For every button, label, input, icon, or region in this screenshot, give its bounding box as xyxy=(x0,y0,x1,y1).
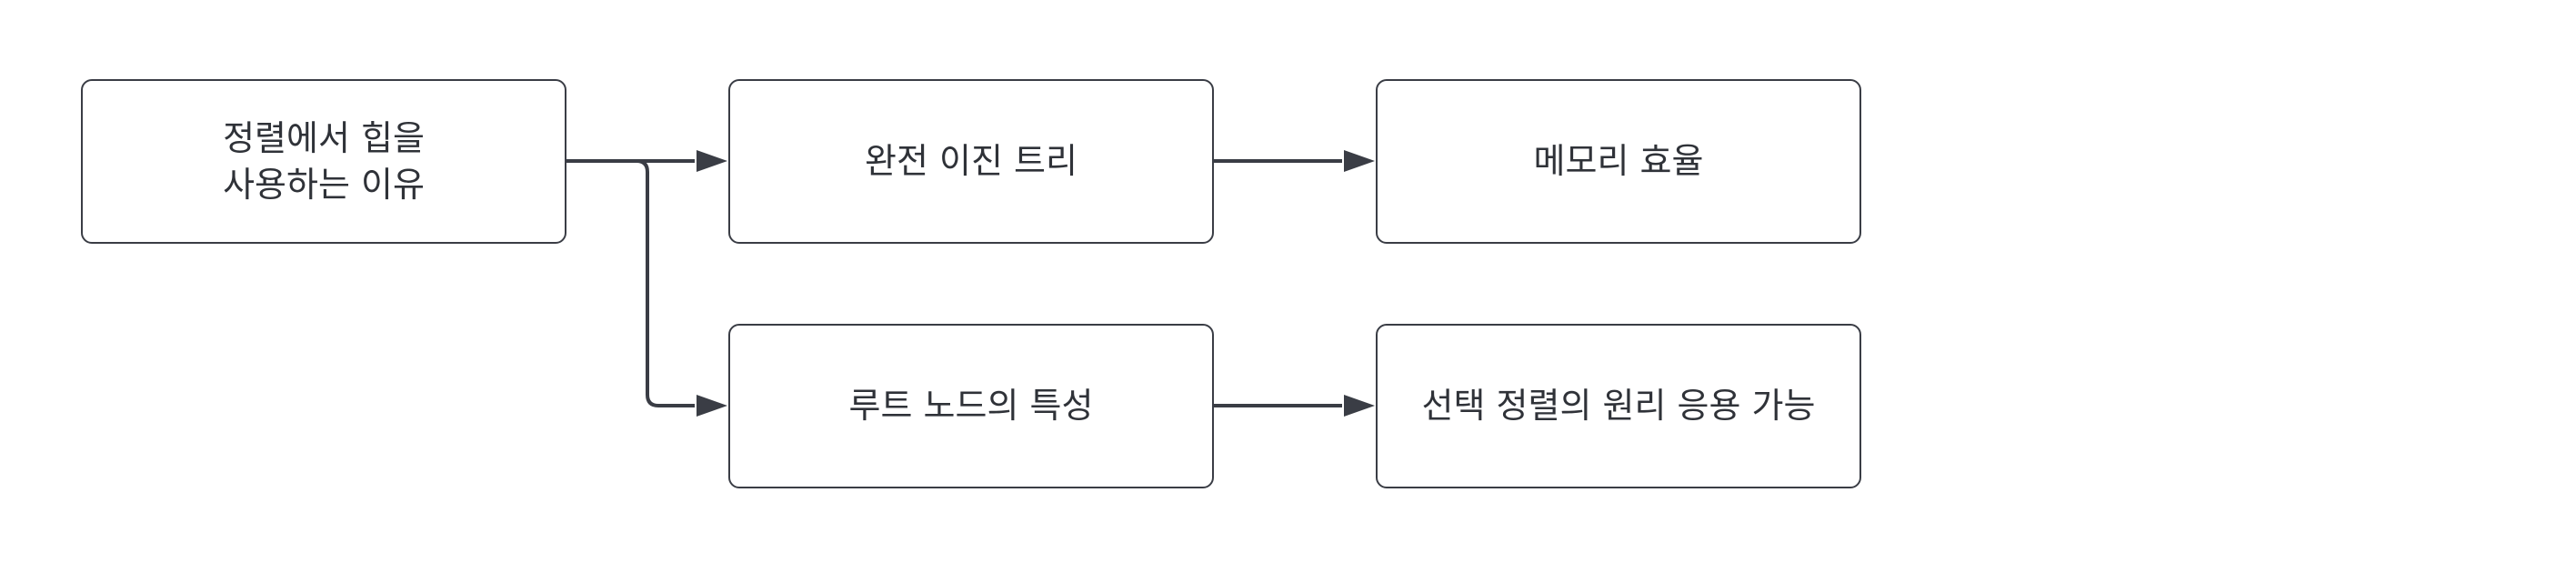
node-selection-sort-principle: 선택 정렬의 원리 응용 가능 xyxy=(1376,324,1861,488)
arrowhead-icon xyxy=(1344,395,1375,417)
edge-root-node-property-to-selection-sort xyxy=(1214,395,1375,417)
edge-root-to-root-node-property xyxy=(566,159,727,417)
node-label: 정렬에서 힙을 사용하는 이유 xyxy=(223,116,425,206)
edge-complete-binary-tree-to-memory-efficiency xyxy=(1214,150,1375,172)
node-complete-binary-tree: 완전 이진 트리 xyxy=(728,79,1214,244)
node-label: 선택 정렬의 원리 응용 가능 xyxy=(1421,386,1816,427)
arrowhead-icon xyxy=(1344,150,1375,172)
arrowhead-icon xyxy=(697,150,727,172)
node-memory-efficiency: 메모리 효율 xyxy=(1376,79,1861,244)
arrowhead-icon xyxy=(697,395,727,417)
node-why-heap-in-sorting: 정렬에서 힙을 사용하는 이유 xyxy=(81,79,566,244)
node-label: 완전 이진 트리 xyxy=(865,141,1078,182)
node-root-node-property: 루트 노드의 특성 xyxy=(728,324,1214,488)
node-label: 메모리 효율 xyxy=(1533,141,1704,182)
node-label: 루트 노드의 특성 xyxy=(848,386,1094,427)
node-label-line-2: 사용하는 이유 xyxy=(223,164,425,205)
node-label-line-1: 정렬에서 힙을 xyxy=(223,118,425,159)
